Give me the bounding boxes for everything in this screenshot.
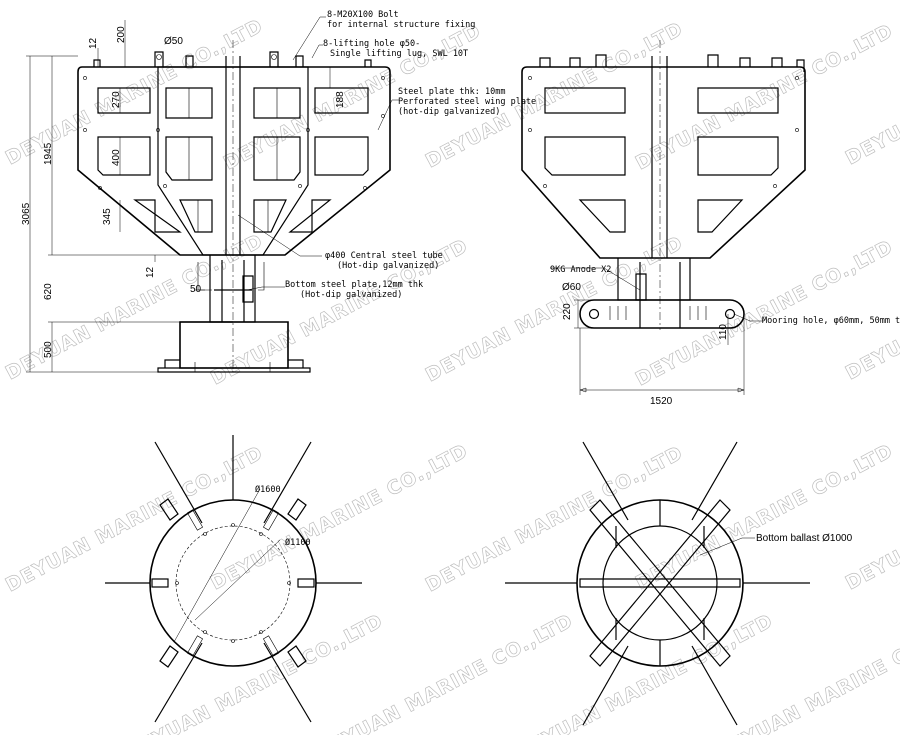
dim-50: 50	[190, 284, 202, 295]
side-anode-block	[635, 273, 647, 301]
mooring-hole-right	[724, 308, 736, 320]
note-bottom-line2: (Hot-dip galvanized)	[300, 290, 402, 300]
dim-270: 270	[111, 91, 122, 108]
dim-phi60: Ø60	[562, 282, 581, 293]
side-lifting-lugs	[539, 54, 805, 72]
mooring-hole-left	[588, 308, 600, 320]
ballast-ribs	[615, 500, 705, 666]
dim-1520: 1520	[650, 396, 673, 407]
note-lift-line1: 8-lifting hole φ50-	[323, 39, 420, 49]
fin-blocks	[151, 498, 315, 668]
note-bolt-line2: for internal structure fixing	[327, 20, 475, 30]
dim-500: 500	[43, 341, 54, 358]
side-wing-outline	[521, 66, 806, 259]
dim-110: 110	[718, 324, 729, 340]
note-lift-line2: Single lifting lug, SWL 10T	[330, 49, 468, 59]
mooring-plate	[579, 299, 745, 329]
note-bolt-line1: 8-M20X100 Bolt	[327, 10, 399, 20]
plan-bolt-holes	[175, 523, 291, 643]
note-ballast: Bottom ballast Ø1000	[756, 533, 853, 544]
dim-12-mid: 12	[145, 266, 156, 278]
wing-perforations	[97, 87, 369, 233]
note-anode: 9KG Anode X2	[550, 265, 611, 275]
dim-345: 345	[102, 208, 113, 225]
note-tube-line1: φ400 Central steel tube	[325, 251, 443, 261]
ballast-leader	[699, 537, 755, 556]
side-elevation-view: 220 110 1520 Ø60 9KG Anode X2 Mooring ho…	[521, 40, 900, 407]
dim-phi1600: Ø1600	[255, 484, 281, 495]
dim-body-height: 1945	[43, 142, 54, 165]
dim-188: 188	[335, 91, 346, 108]
front-leaders	[237, 16, 399, 291]
bolt-holes	[83, 76, 385, 190]
watermark-layer: DEYUAN MARINE CO.,LTD DEYUAN MARINE CO.,…	[2, 14, 900, 735]
dim-total-height: 3065	[21, 202, 32, 225]
dim-phi1100: Ø1100	[285, 537, 311, 548]
front-dimensions	[26, 20, 331, 373]
front-elevation-view: 3065 1945 200 12 270 188 400 345 12 620 …	[21, 10, 536, 373]
note-bottom-line1: Bottom steel plate,12mm thk	[285, 280, 423, 290]
note-tube-line2: (Hot-dip galvanized)	[337, 261, 439, 271]
ballast-cross-beams	[579, 499, 741, 667]
base-foot	[157, 367, 311, 373]
dim-620: 620	[43, 283, 54, 300]
note-plate-line3: (hot-dip galvanized)	[398, 107, 500, 117]
top-plan-view: Ø1600 Ø1100	[105, 435, 362, 723]
note-mooring: Mooring hole, φ60mm, 50mm thk	[762, 316, 900, 326]
diameter-line-1600	[173, 488, 261, 643]
diameter-line-1100	[194, 539, 281, 621]
dim-220: 220	[562, 303, 573, 320]
watermark: DEYUAN MARINE CO.,LTD	[2, 15, 267, 170]
wing-plate-outline	[77, 66, 391, 256]
side-perforations	[544, 87, 779, 233]
dim-400: 400	[111, 149, 122, 166]
note-plate-line1: Steel plate thk: 10mm	[398, 87, 505, 97]
lifting-lugs	[93, 51, 372, 67]
bottom-radial-fins	[505, 441, 810, 726]
dim-12-top: 12	[88, 37, 99, 49]
dim-phi50: Ø50	[164, 36, 183, 47]
side-bolt-holes	[528, 76, 799, 188]
inner-circle-1100	[175, 525, 291, 641]
dim-200: 200	[116, 26, 127, 43]
note-plate-line2: Perforated steel wing plate	[398, 97, 536, 107]
anode-leader	[550, 267, 641, 291]
radial-fins	[105, 435, 362, 723]
anode-block	[242, 275, 254, 303]
front-wing-plate	[157, 66, 309, 256]
watermark: DEYUAN MARINE CO.,LTD	[122, 610, 387, 735]
bottom-plan-view: Bottom ballast Ø1000	[505, 441, 853, 726]
mooring-leader	[733, 313, 764, 322]
